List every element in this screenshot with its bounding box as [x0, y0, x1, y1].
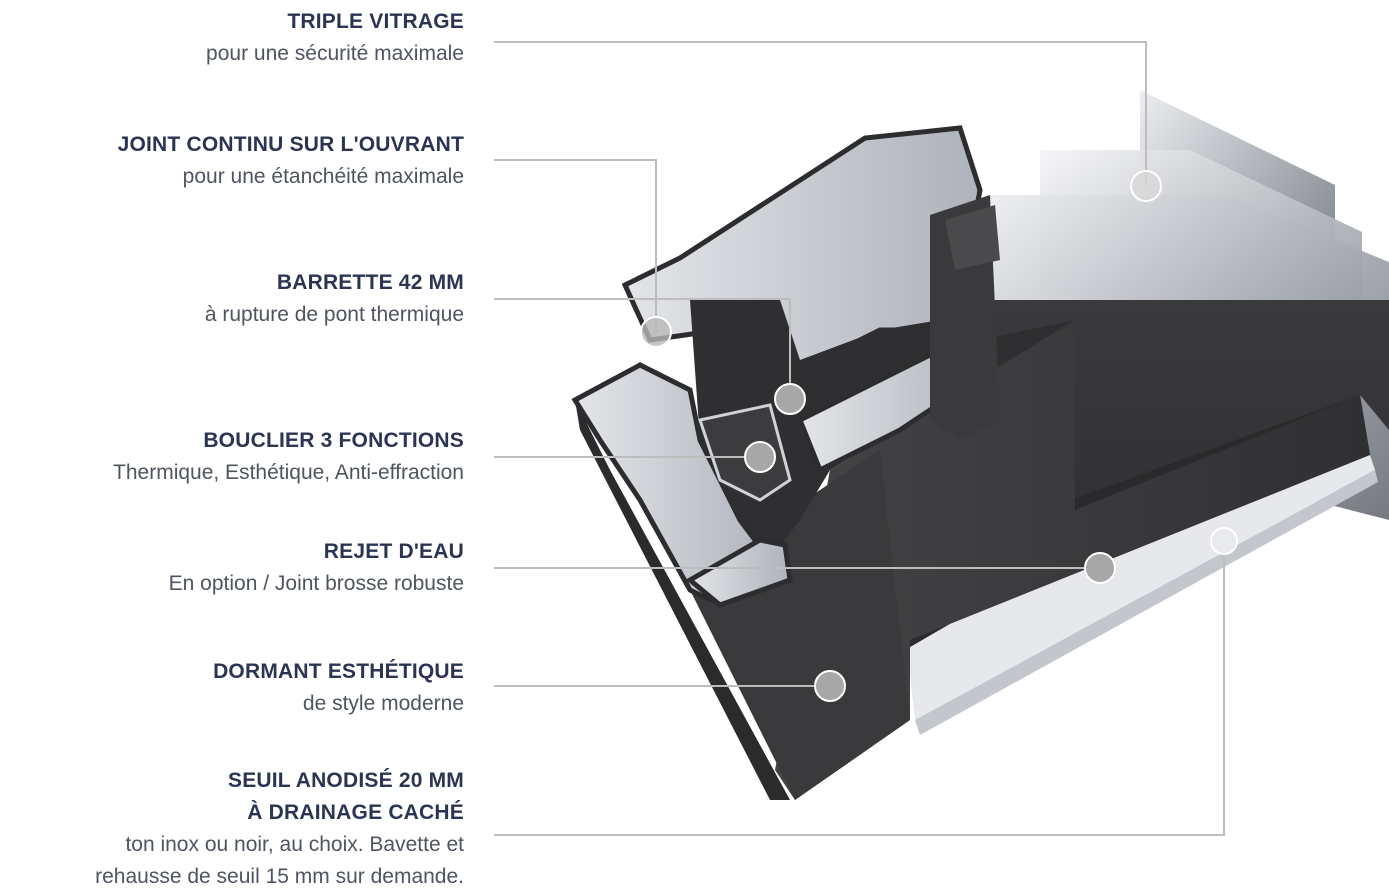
callout-barrette: BARRETTE 42 MM à rupture de pont thermiq… — [205, 267, 464, 331]
threshold-sill — [905, 455, 1375, 720]
callout-title-line1: SEUIL ANODISÉ 20 MM — [227, 769, 464, 792]
callout-description: pour une sécurité maximale — [206, 42, 464, 65]
marker-barrette — [774, 383, 806, 415]
callout-title: BOUCLIER 3 FONCTIONS — [203, 429, 464, 452]
callout-description: de style moderne — [302, 692, 464, 715]
aluminum-cross-section — [571, 125, 1075, 608]
callout-joint-continu: JOINT CONTINU SUR L'OUVRANT pour une éta… — [118, 129, 464, 193]
callout-description: En option / Joint brosse robuste — [168, 572, 464, 595]
callout-bouclier: BOUCLIER 3 FONCTIONS Thermique, Esthétiq… — [113, 425, 464, 489]
section-lower-chamber — [685, 537, 793, 608]
callout-description-line2: rehausse de seuil 15 mm sur demande. — [95, 865, 464, 888]
marker-joint-continu — [640, 316, 672, 348]
leader-line-seuil — [494, 541, 1225, 836]
marker-seuil — [1210, 527, 1238, 555]
leader-lines — [494, 41, 1225, 836]
marker-dormant — [814, 670, 846, 702]
callout-seuil: SEUIL ANODISÉ 20 MM À DRAINAGE CACHÉ ton… — [95, 765, 464, 893]
callout-title: JOINT CONTINU SUR L'OUVRANT — [117, 133, 464, 156]
marker-bouclier — [744, 441, 776, 473]
leader-line-joint-continu — [494, 159, 657, 332]
callout-description-line1: ton inox ou noir, au choix. Bavette et — [125, 833, 464, 856]
marker-rejet — [1084, 552, 1116, 584]
marker-triple-vitrage — [1130, 170, 1162, 202]
callout-title-line2: À DRAINAGE CACHÉ — [247, 801, 464, 824]
callout-description: pour une étanchéité maximale — [182, 165, 464, 188]
callout-title: DORMANT ESTHÉTIQUE — [213, 660, 464, 683]
callout-title: TRIPLE VITRAGE — [287, 10, 464, 33]
frame-front-face — [685, 450, 910, 800]
callout-triple-vitrage: TRIPLE VITRAGE pour une sécurité maximal… — [206, 6, 464, 70]
callout-title: BARRETTE 42 MM — [276, 271, 464, 294]
callout-markers — [640, 170, 1238, 702]
callout-description: à rupture de pont thermique — [204, 303, 464, 326]
sash-face — [775, 320, 1370, 800]
leader-line-triple-vitrage — [494, 41, 1147, 186]
leader-line-barrette — [494, 298, 791, 399]
threshold-edge — [915, 470, 1378, 735]
callout-rejet-eau: REJET D'EAU En option / Joint brosse rob… — [169, 536, 464, 600]
window-profile-illustration — [571, 90, 1389, 800]
callout-dormant: DORMANT ESTHÉTIQUE de style moderne — [213, 656, 464, 720]
section-gasket — [945, 205, 1000, 270]
callout-description: Thermique, Esthétique, Anti-effraction — [113, 461, 464, 484]
callout-title: REJET D'EAU — [323, 540, 464, 563]
